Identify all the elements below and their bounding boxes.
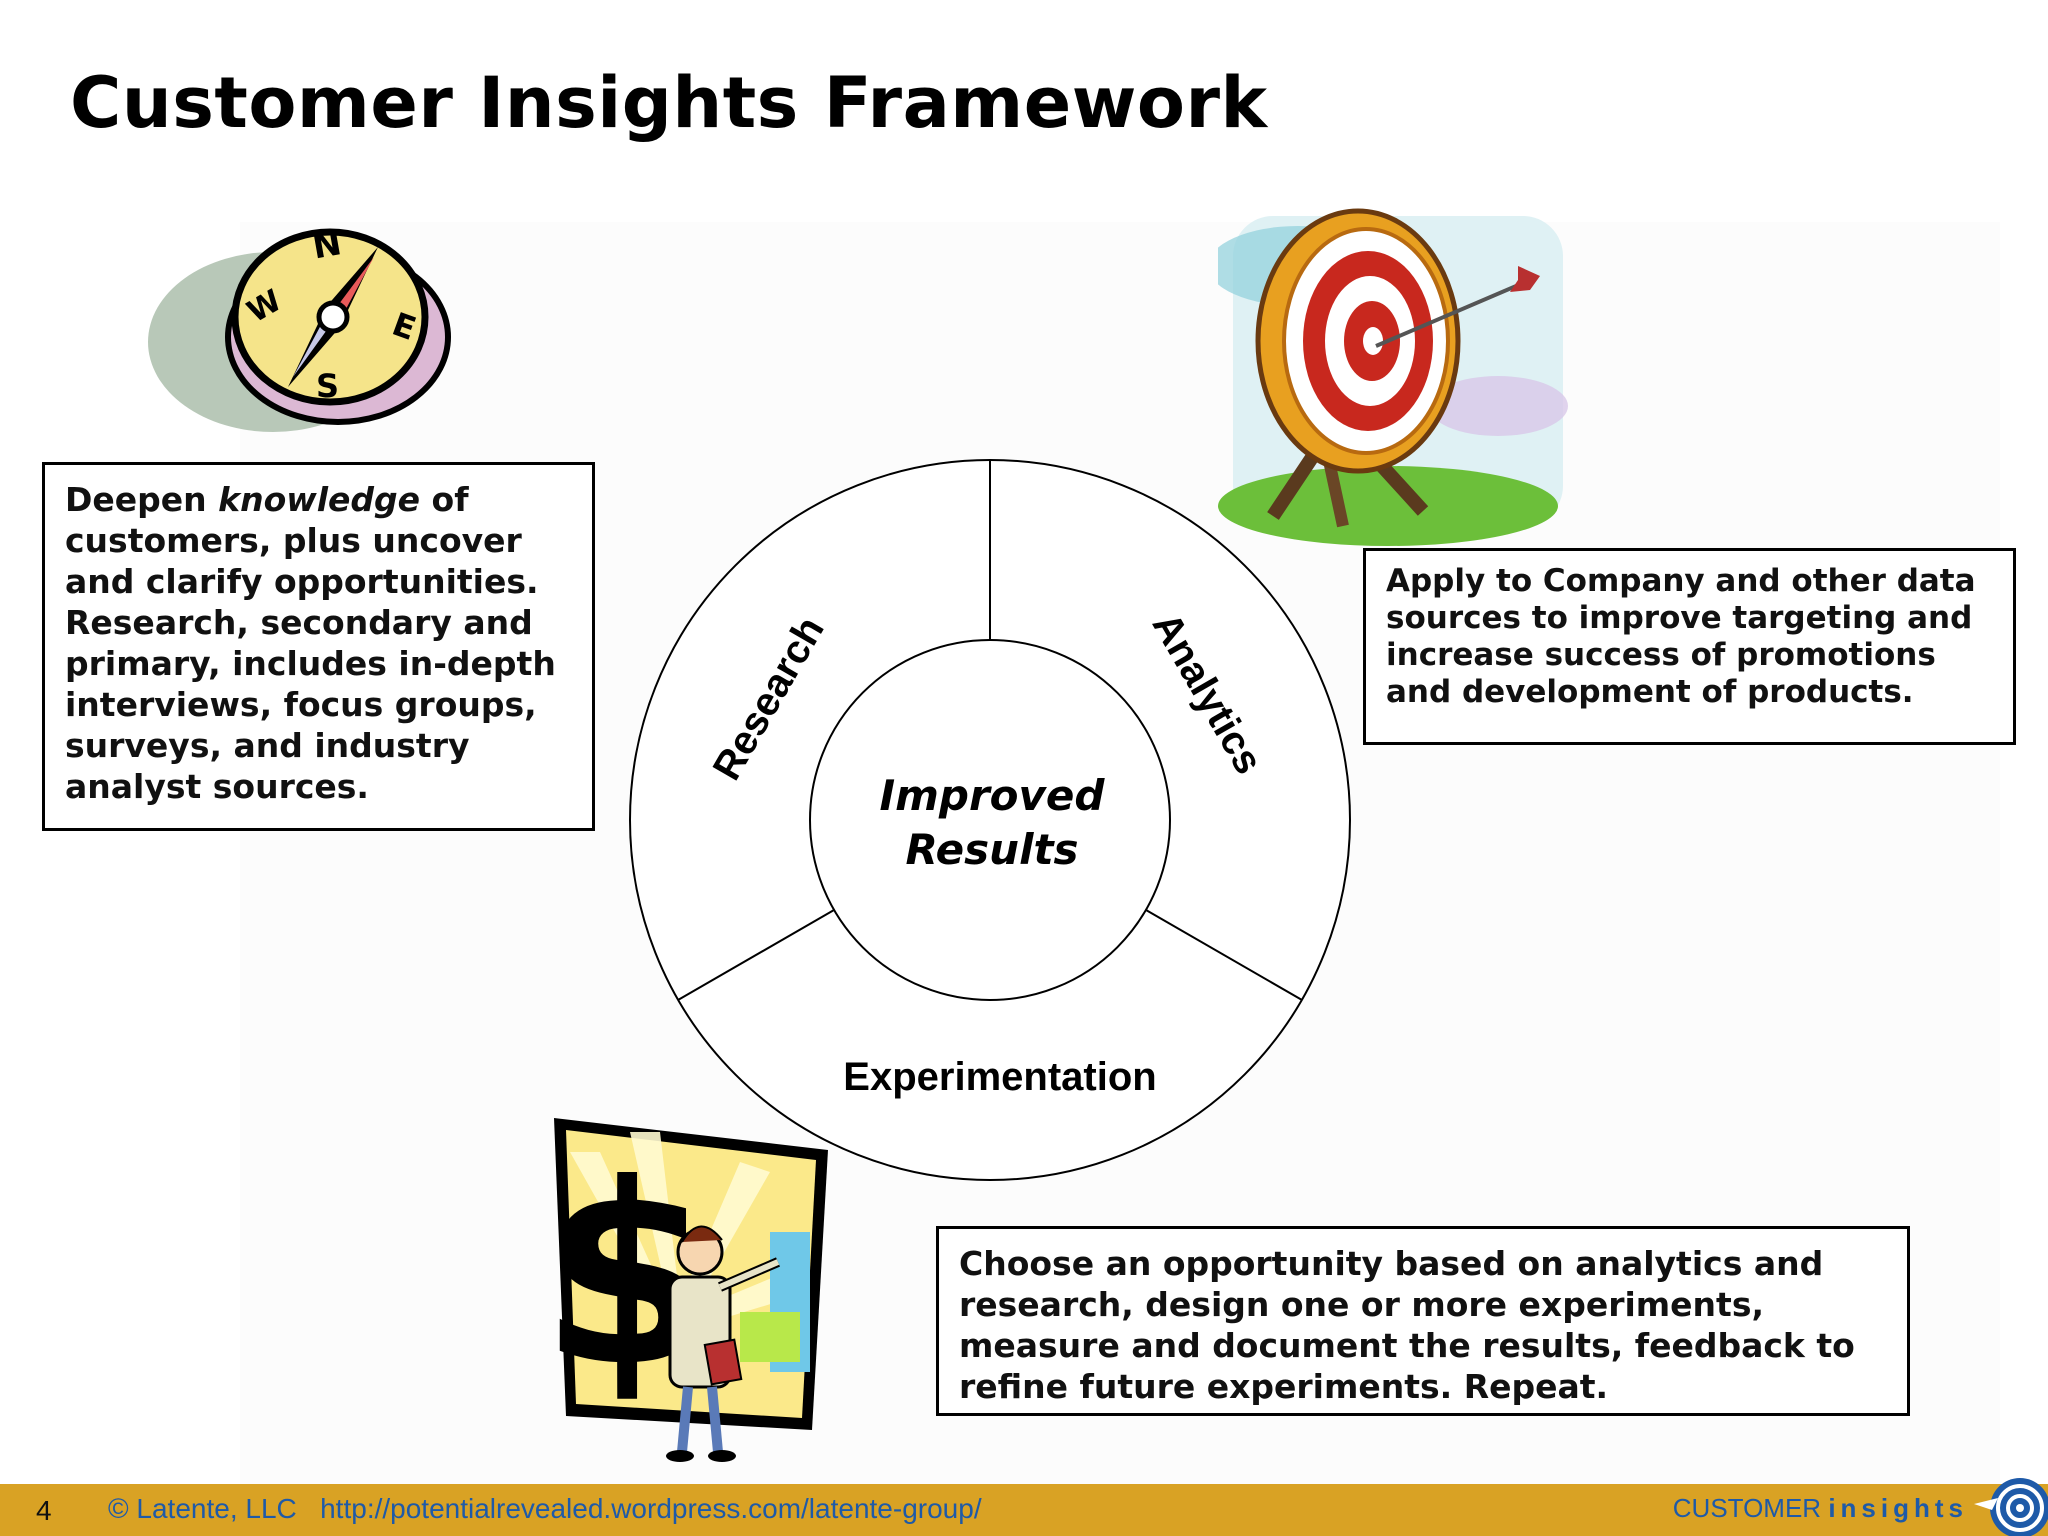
research-description-emphasis: knowledge <box>218 480 421 519</box>
experimentation-description-box: Choose an opportunity based on analytics… <box>936 1226 1910 1416</box>
customer-insights-logo: CUSTOMER insights <box>1673 1493 1968 1524</box>
research-description-box: Deepen knowledge of customers, plus unco… <box>42 462 595 831</box>
divider-lower-right <box>1145 909 1303 1001</box>
footer-url-link[interactable]: http://potentialrevealed.wordpress.com/l… <box>320 1493 982 1524</box>
compass-clipart: N E S W <box>148 223 451 432</box>
framework-diagram: Improved Results Research Analytics Expe… <box>629 459 1351 1181</box>
copyright-text: © Latente, LLC <box>108 1493 297 1524</box>
analytics-description-text: Apply to Company and other data sources … <box>1386 563 1976 710</box>
center-label-line-1: Improved <box>880 771 1106 820</box>
slide-title: Customer Insights Framework <box>70 62 1268 144</box>
inner-circle <box>809 639 1171 1001</box>
segment-label-experimentation: Experimentation <box>843 1055 1156 1099</box>
target-clipart <box>1218 208 1568 546</box>
research-description-lead: Deepen <box>65 480 219 519</box>
page-number: 4 <box>36 1495 52 1526</box>
research-description-rest: of customers, plus uncover and clarify o… <box>65 480 568 806</box>
logo-prefix: CUSTOMER <box>1672 1493 1822 1523</box>
analytics-description-box: Apply to Company and other data sources … <box>1363 548 2016 745</box>
footer-credits: © Latente, LLC http://potentialrevealed.… <box>108 1493 982 1525</box>
experimentation-description-text: Choose an opportunity based on analytics… <box>959 1244 1855 1406</box>
footer-bar <box>0 1484 2048 1536</box>
center-label-line-2: Results <box>905 825 1078 874</box>
eye-logo-icon <box>1974 1478 2048 1536</box>
dollar-presenter-clipart: $ <box>540 1118 828 1462</box>
divider-lower-left <box>677 909 835 1001</box>
compass-south-letter: S <box>316 367 339 405</box>
logo-suffix: insights <box>1828 1493 1968 1523</box>
compass-north-letter: N <box>310 223 345 267</box>
